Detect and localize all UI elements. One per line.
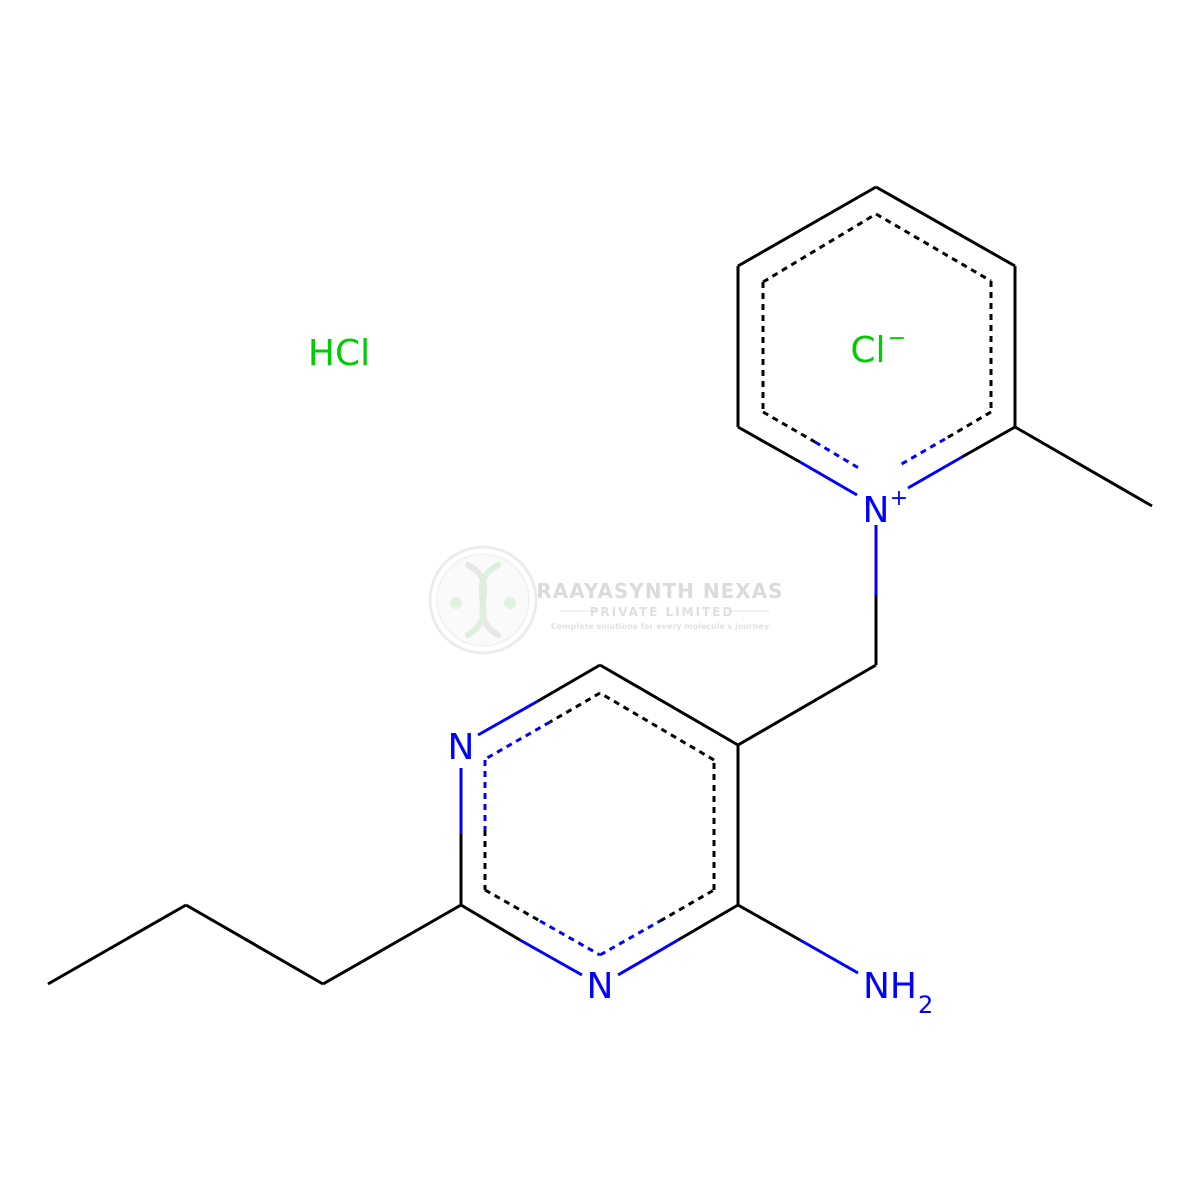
bond-aromatic bbox=[539, 919, 601, 957]
bond bbox=[460, 903, 521, 942]
bond-aromatic bbox=[659, 888, 715, 923]
bond bbox=[907, 455, 963, 490]
bond bbox=[1014, 425, 1153, 508]
bond bbox=[599, 663, 739, 747]
atom-n-pyridinium: N bbox=[863, 490, 890, 531]
atom-amine: NH bbox=[863, 966, 917, 1007]
bond-aromatic bbox=[486, 720, 551, 760]
atom-n-pyrimidine-top: N bbox=[448, 727, 475, 768]
watermark: RAAYASYNTH NEXAS PRIVATE LIMITED Complet… bbox=[428, 545, 783, 655]
bond-aromatic bbox=[484, 888, 541, 923]
bond-aromatic bbox=[897, 437, 946, 468]
atom-n-pyrimidine-bottom: N bbox=[587, 966, 614, 1007]
watermark-tagline: Complete solutions for every molecule's … bbox=[551, 622, 770, 631]
bond bbox=[477, 699, 539, 737]
bond-aromatic bbox=[599, 919, 661, 957]
bond-aromatic bbox=[762, 212, 877, 284]
bond bbox=[617, 938, 679, 977]
atom-amine-subscript: 2 bbox=[918, 991, 933, 1019]
bond bbox=[322, 903, 462, 986]
bond-aromatic bbox=[762, 410, 816, 444]
watermark-company: RAAYASYNTH NEXAS bbox=[536, 579, 783, 603]
dna-helix-icon bbox=[428, 545, 538, 655]
atom-hcl: HCl bbox=[308, 333, 370, 374]
bond bbox=[737, 425, 801, 464]
bond-aromatic bbox=[599, 691, 715, 762]
bond-aromatic bbox=[875, 212, 992, 283]
atom-chloride-charge: − bbox=[888, 326, 906, 351]
bond bbox=[737, 663, 877, 747]
bond bbox=[875, 185, 1016, 268]
watermark-subtitle: PRIVATE LIMITED bbox=[590, 605, 735, 619]
atom-labels: N + Cl − HCl N N NH 2 bbox=[308, 326, 933, 1019]
bond bbox=[799, 460, 858, 497]
atom-chloride: Cl bbox=[850, 330, 885, 371]
bond bbox=[677, 903, 739, 942]
bond bbox=[185, 903, 324, 986]
bond-aromatic bbox=[814, 440, 863, 472]
bond bbox=[799, 938, 859, 975]
bond bbox=[519, 938, 583, 977]
bond bbox=[47, 903, 187, 986]
bond bbox=[737, 903, 801, 942]
bond-aromatic bbox=[549, 691, 601, 724]
bond-aromatic bbox=[944, 410, 992, 441]
bond bbox=[537, 663, 601, 703]
bond bbox=[737, 185, 877, 268]
bonds bbox=[47, 185, 1153, 986]
bond bbox=[961, 425, 1016, 459]
atom-n-pyridinium-charge: + bbox=[890, 486, 908, 511]
